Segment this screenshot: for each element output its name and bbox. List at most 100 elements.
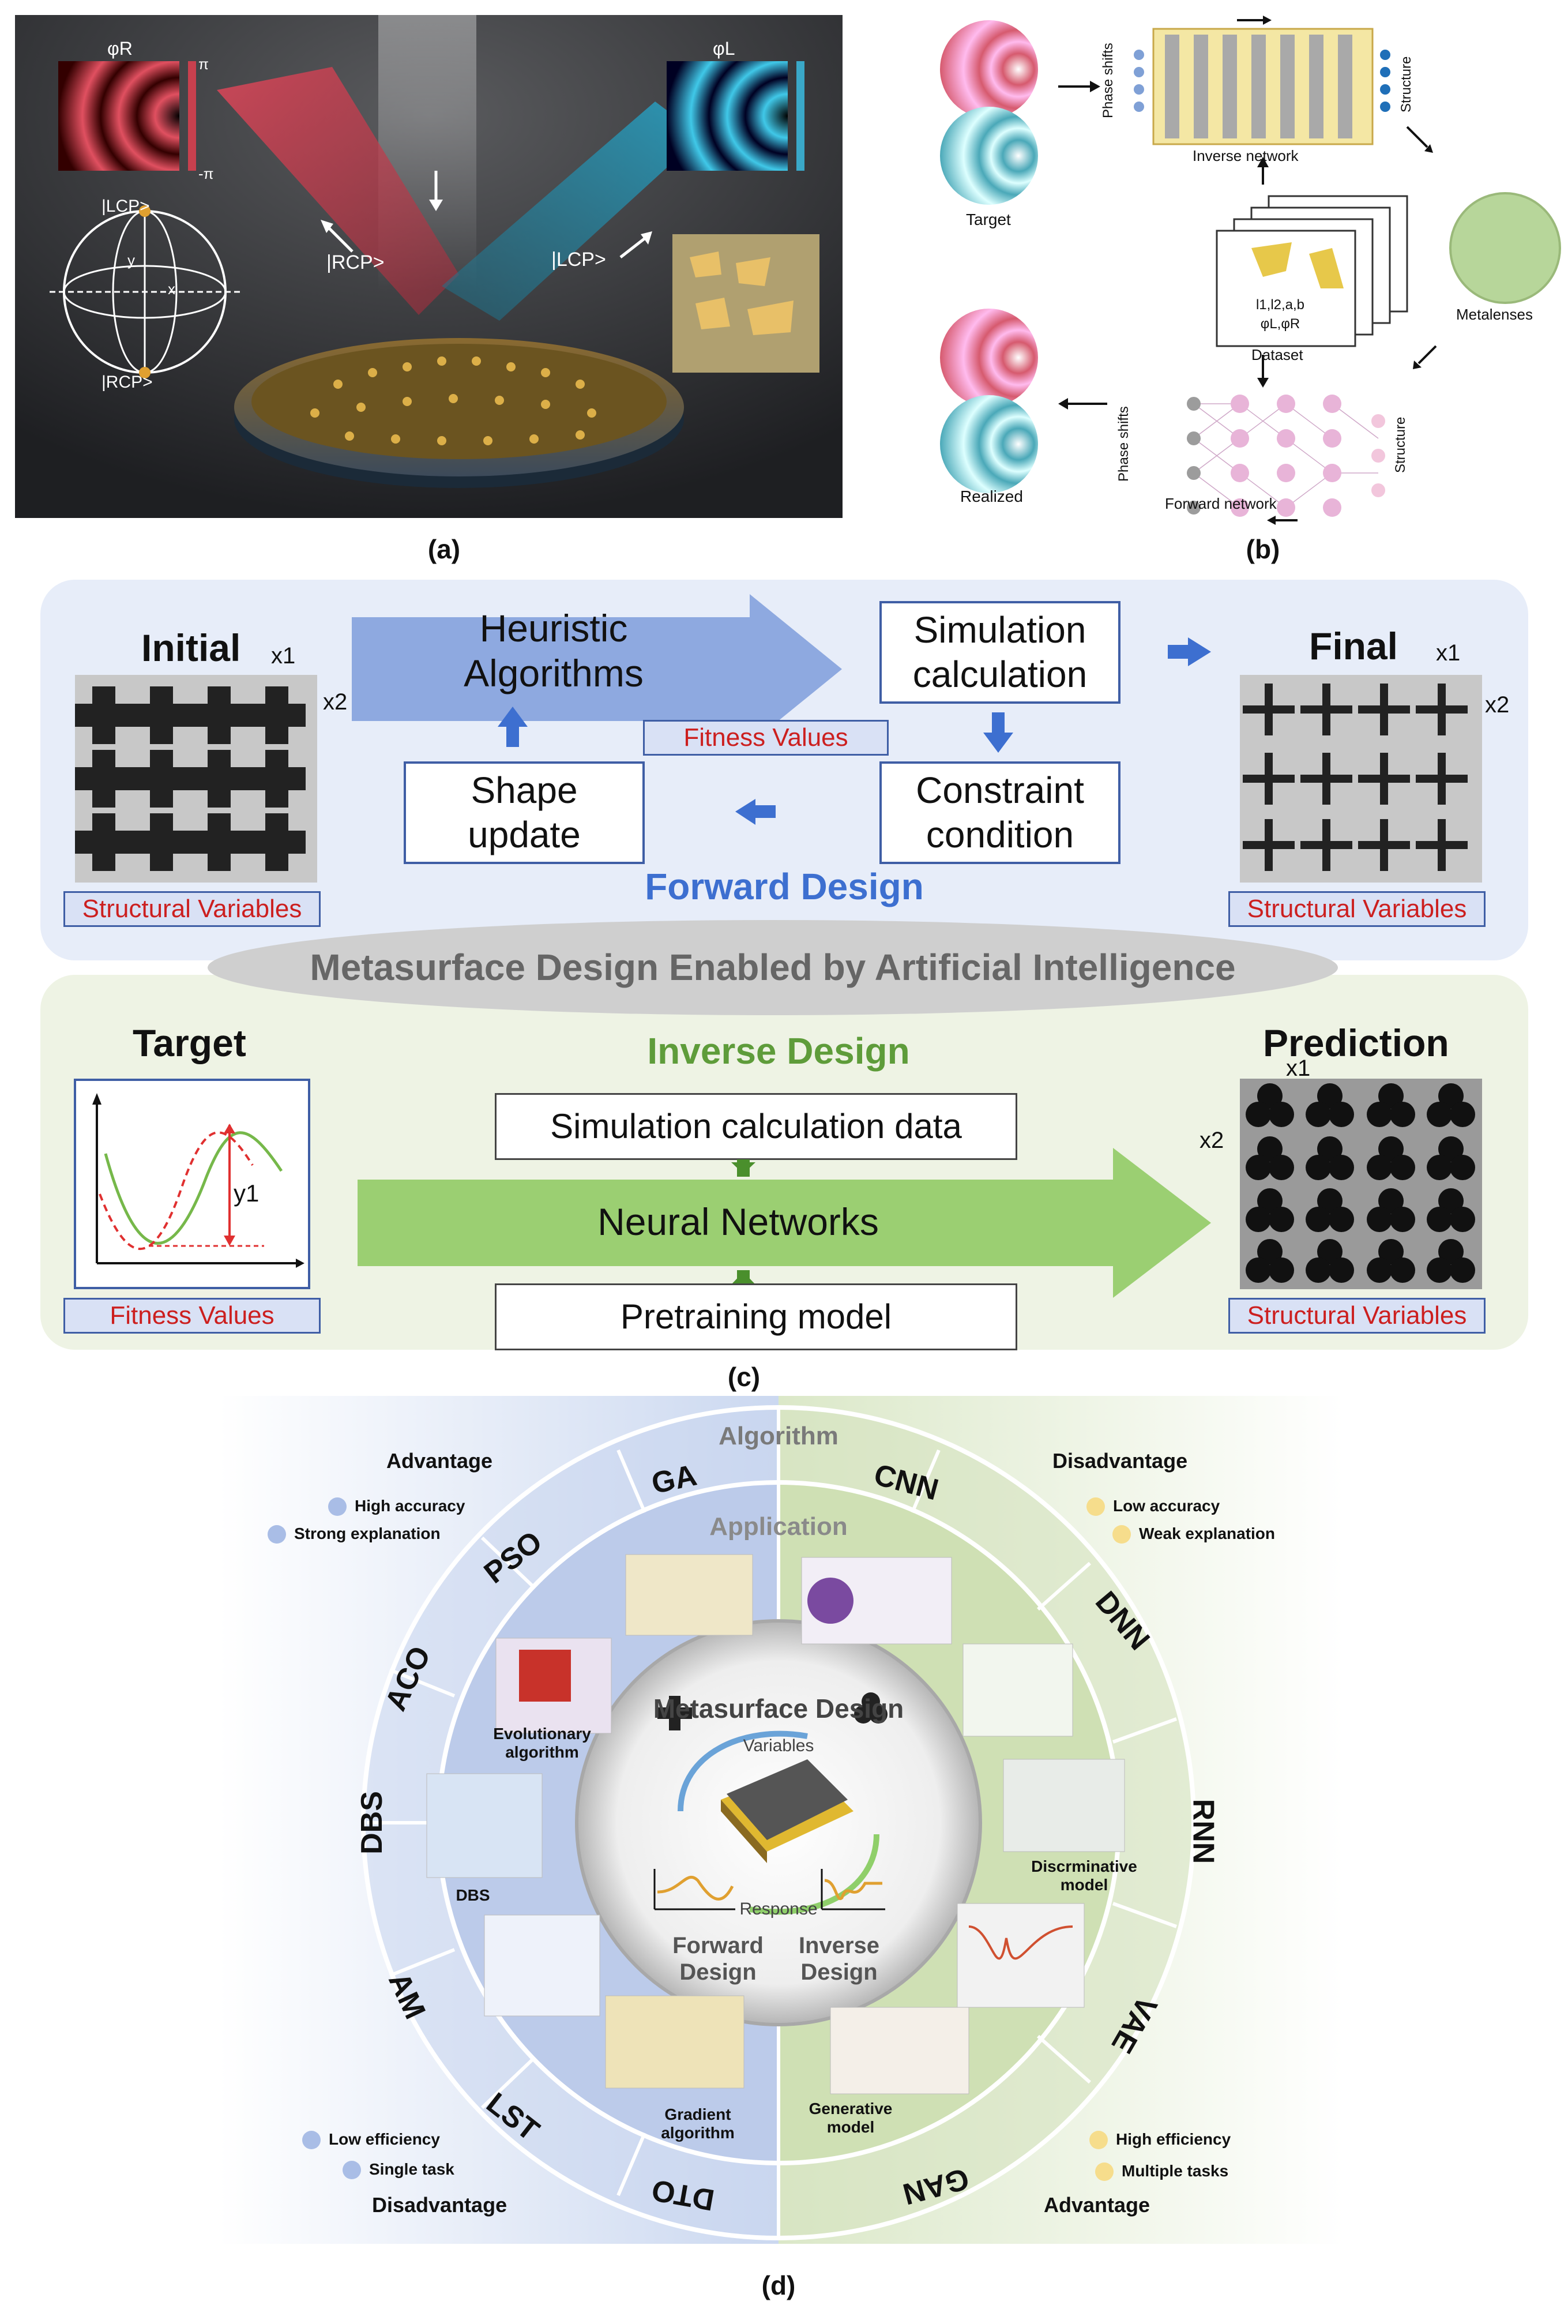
- forward-loop-arrows: [498, 637, 1211, 825]
- inverse-design-title: Inverse Design: [647, 1030, 910, 1072]
- application-ring-title: Application: [709, 1512, 848, 1541]
- fitness-values-label-bottom: Fitness Values: [63, 1298, 321, 1334]
- generative-label: Generative model: [793, 2100, 908, 2137]
- dot-high-accuracy: [328, 1497, 347, 1516]
- constraint-line-2: condition: [926, 814, 1074, 855]
- thumbnail-gan: [830, 2007, 969, 2094]
- inverse-network-label: Inverse network: [1193, 147, 1299, 164]
- target-blue-phase: [940, 107, 1038, 205]
- target-label: Target: [966, 211, 1011, 228]
- thumbnail-gradient: [605, 1995, 744, 2089]
- constraint-box: Constraint condition: [879, 761, 1120, 864]
- heuristic-line-2: Algorithms: [464, 652, 644, 694]
- thumbnail-dbs: [426, 1773, 543, 1878]
- pi-top-label: π: [198, 55, 209, 73]
- dot-multiple-tasks: [1095, 2162, 1114, 2181]
- initial-x2-label: x2: [323, 689, 348, 715]
- bottom-right-title: Advantage: [1044, 2193, 1150, 2217]
- structural-variables-label-2: Structural Variables: [1228, 891, 1486, 927]
- simulation-line-1: Simulation: [913, 609, 1086, 651]
- axis-y-label: y: [127, 251, 135, 269]
- final-structure-grid: [1240, 675, 1482, 883]
- phi-l-map: [667, 61, 788, 171]
- ai-banner-text: Metasurface Design Enabled by Artificial…: [310, 947, 1236, 988]
- metasurface-illustration: [15, 15, 843, 518]
- inverse-design-label: Inverse Design: [767, 1932, 911, 1985]
- gradient-line-2: algorithm: [661, 2124, 735, 2142]
- inverse-line-1: Inverse: [798, 1933, 880, 1958]
- initial-title: Initial: [141, 626, 241, 669]
- bottom-left-title: Disadvantage: [372, 2193, 507, 2217]
- generative-line-1: Generative: [809, 2100, 893, 2117]
- forward-line-1: Forward: [672, 1933, 764, 1958]
- top-right-item-1: Low accuracy: [1113, 1497, 1220, 1515]
- discriminative-line-2: model: [1060, 1876, 1108, 1894]
- top-left-title: Advantage: [386, 1449, 493, 1473]
- target-y1-label: y1: [234, 1180, 260, 1207]
- algo-dbs: DBS: [355, 1791, 389, 1854]
- prediction-structure-grid: [1240, 1079, 1482, 1289]
- heuristic-label: Heuristic Algorithms: [415, 606, 692, 696]
- forward-design-label: Forward Design: [646, 1932, 790, 1985]
- dbs-app-label: DBS: [456, 1886, 490, 1904]
- thumbnail-dnn: [962, 1643, 1073, 1737]
- thumbnail-am: [484, 1914, 600, 2017]
- prediction-x2-label: x2: [1199, 1128, 1224, 1153]
- algo-rnn: RNN: [1186, 1799, 1220, 1864]
- initial-x1-label: x1: [271, 643, 296, 669]
- evolutionary-label: Evolutionary algorithm: [479, 1725, 606, 1762]
- bottom-right-item-2: Multiple tasks: [1122, 2162, 1229, 2180]
- dot-single-task: [343, 2161, 361, 2179]
- shape-line-1: Shape: [471, 769, 578, 812]
- gradient-label: Gradient algorithm: [640, 2105, 755, 2142]
- neural-networks-label: Neural Networks: [597, 1200, 879, 1243]
- dataset-label: Dataset: [1251, 346, 1303, 363]
- panel-d-wheel: [219, 1396, 1344, 2244]
- forward-network-graph: [1187, 395, 1385, 517]
- dataset-params-2: φL,φR: [1260, 316, 1300, 332]
- forward-response-icon: [657, 1875, 734, 1901]
- variables-label: Variables: [743, 1736, 814, 1755]
- caption-b: (b): [1246, 534, 1280, 564]
- bottom-right-item-1: High efficiency: [1116, 2130, 1231, 2148]
- top-right-item-2: Weak explanation: [1139, 1525, 1276, 1542]
- metalenses-label: Metalenses: [1456, 306, 1533, 323]
- axis-x-label: x: [168, 280, 175, 298]
- lcp-beam-label: |LCP>: [551, 249, 606, 271]
- metalens: [1449, 192, 1561, 304]
- target-plot: [74, 1079, 310, 1289]
- top-left-item-1: High accuracy: [355, 1497, 465, 1515]
- target-red-phase: [940, 20, 1038, 118]
- discriminative-label: Discrminative model: [1018, 1857, 1150, 1894]
- realized-blue-phase: [940, 395, 1038, 493]
- rcp-beam-label: |RCP>: [326, 251, 385, 273]
- phi-r-label: φR: [107, 38, 133, 59]
- heuristic-arrow: [352, 594, 842, 744]
- structural-variables-label-1: Structural Variables: [63, 891, 321, 927]
- response-label: Response: [739, 1899, 818, 1918]
- inverse-response-icon: [824, 1879, 882, 1901]
- phi-r-map: [58, 61, 179, 171]
- panel-b-workflow: Target Realized Inverse network Forward …: [917, 0, 1568, 536]
- workflow-graphics: [940, 16, 1561, 525]
- thumbnail-pso: [625, 1554, 753, 1636]
- phi-l-label: φL: [713, 38, 735, 59]
- dot-high-efficiency: [1089, 2131, 1108, 2149]
- trefoil-variable-icon: [854, 1692, 888, 1724]
- dot-low-accuracy: [1086, 1497, 1105, 1516]
- simulation-box: Simulation calculation: [879, 601, 1120, 704]
- realized-label: Realized: [960, 487, 1023, 505]
- pi-bottom-label: -π: [198, 165, 214, 182]
- caption-d: (d): [761, 2270, 796, 2300]
- inverse-line-2: Design: [800, 1959, 878, 1985]
- simulation-line-2: calculation: [912, 654, 1088, 695]
- algorithm-ring-title: Algorithm: [719, 1422, 838, 1450]
- forward-network-label: Forward network: [1165, 495, 1277, 512]
- caption-a: (a): [427, 534, 461, 564]
- final-title: Final: [1309, 625, 1398, 667]
- target-title: Target: [133, 1022, 246, 1064]
- prediction-x1-label: x1: [1286, 1056, 1311, 1081]
- center-title: Metasurface Design: [653, 1694, 904, 1724]
- simulation-data-box: Simulation calculation data: [495, 1093, 1017, 1160]
- heuristic-line-1: Heuristic: [479, 607, 628, 649]
